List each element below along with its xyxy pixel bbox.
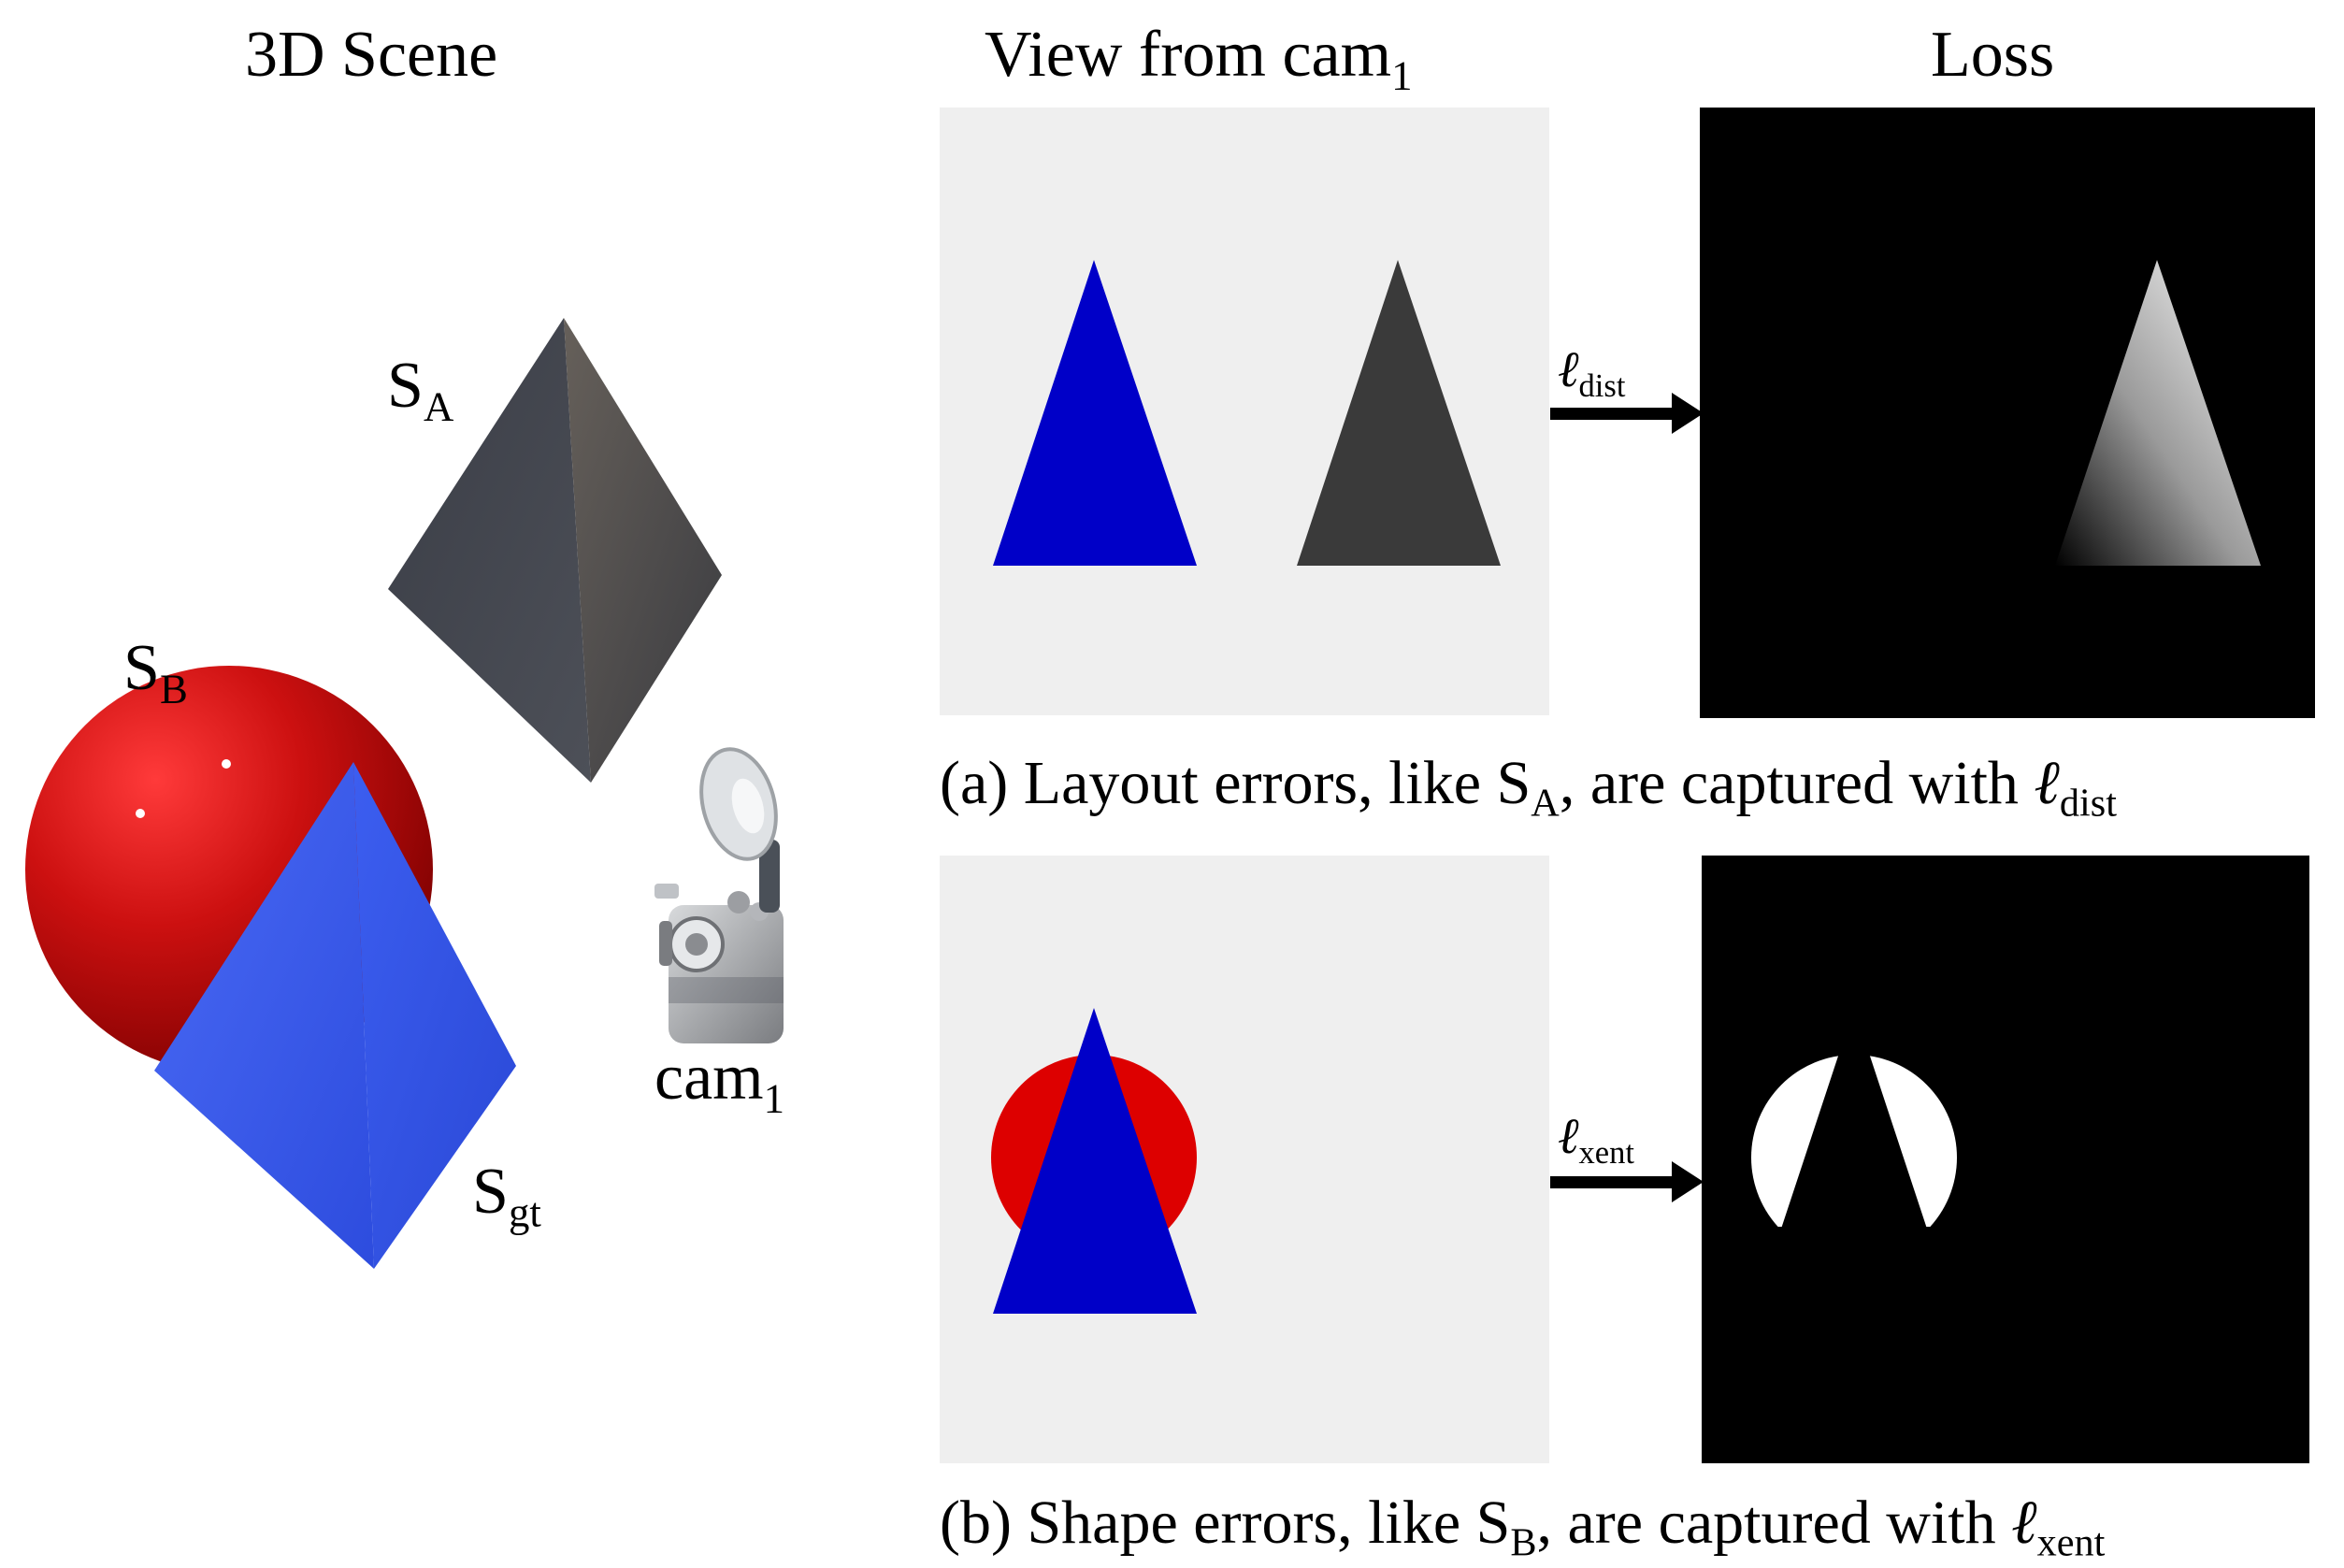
caption-a: (a) Layout errors, like SA, are captured… (940, 749, 2117, 826)
dark-triangle-a (1297, 260, 1501, 566)
header-view-text: View from cam (985, 19, 1392, 91)
sphere-highlight (136, 809, 145, 818)
loss-panel-a (1700, 108, 2315, 718)
label-sa: SA (387, 350, 454, 430)
pyramid-sgt-right-face (353, 762, 516, 1269)
blue-triangle-a (993, 260, 1197, 566)
arrow-xent (1550, 1161, 1704, 1202)
caption-b: (b) Shape errors, like SB, are captured … (940, 1489, 2106, 1565)
header-view-sub: 1 (1391, 51, 1413, 99)
arrow-dist (1550, 393, 1704, 434)
header-3d-scene: 3D Scene (245, 19, 498, 91)
header-loss: Loss (1931, 19, 2055, 91)
loss-label-xent: ℓxent (1558, 1108, 1634, 1172)
loss-triangle-a (2055, 260, 2261, 566)
loss-shape-b (1739, 1008, 1973, 1320)
label-sgt: Sgt (472, 1156, 541, 1236)
view-panel-a (940, 108, 1549, 715)
label-cam: cam1 (654, 1042, 784, 1122)
loss-label-dist: ℓdist (1558, 341, 1626, 405)
sphere-highlight (222, 759, 231, 769)
pyramid-sgt-left-face (154, 762, 374, 1269)
pyramid-sa-right-face (564, 318, 722, 783)
header-view-from-cam: View from cam1 (985, 19, 1412, 96)
camera-icon (654, 747, 784, 1043)
blue-triangle-b (993, 1008, 1197, 1314)
pyramid-sa-left-face (388, 318, 591, 783)
label-sb: SB (123, 632, 188, 712)
